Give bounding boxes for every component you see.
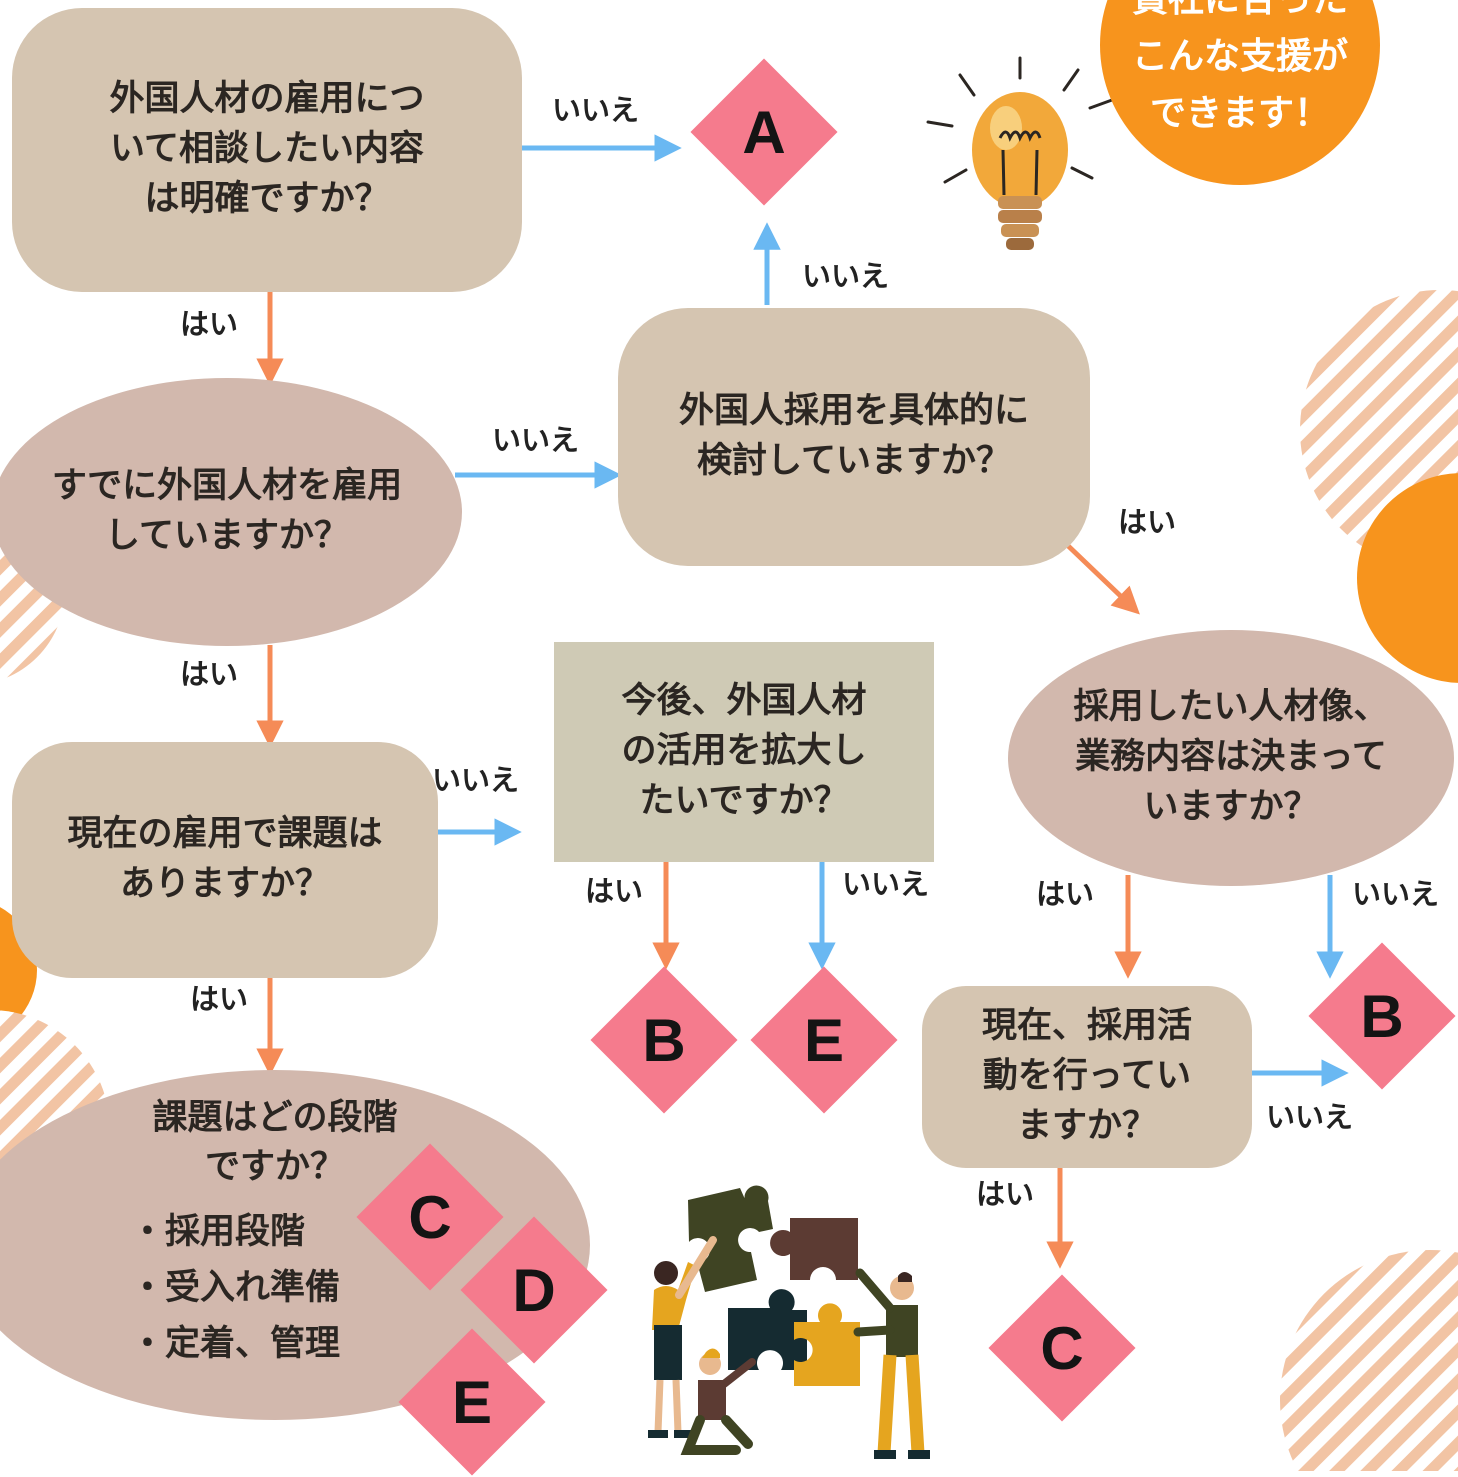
result-letter-stage1: C	[408, 1183, 452, 1251]
label-q8-no: いいえ	[1266, 1100, 1354, 1134]
label-q7-no: いいえ	[1352, 877, 1440, 911]
issue-stage-item-recruit: ・採用段階	[130, 1212, 306, 1252]
result-diamond-q7-no	[1308, 942, 1456, 1090]
issue-stage-item-preparation: ・受入れ準備	[130, 1268, 341, 1308]
result-letter-q6-no: E	[803, 1006, 845, 1074]
label-q2-no: いいえ	[492, 423, 580, 457]
question-text: 現在、採用活 動を行ってい ますか？	[981, 1006, 1192, 1146]
badge-text: 貴社に合った こんな支援が できます！	[1131, 0, 1348, 135]
result-letter-q6-yes: B	[642, 1006, 686, 1074]
result-diamond-q6-no	[750, 966, 898, 1114]
result-letter-a: A	[742, 98, 786, 166]
label-q2-yes: はい	[180, 657, 239, 691]
orange-circle-right	[1357, 473, 1458, 683]
result-diamond-q6-yes	[590, 966, 738, 1114]
question-current-issues: 現在の雇用で課題は ありますか？	[12, 742, 438, 978]
label-q7-yes: はい	[1036, 877, 1095, 911]
label-q5-no: いいえ	[802, 259, 890, 293]
question-text: 採用したい人材像、 業務内容は決まって いますか？	[1073, 687, 1389, 827]
label-q5-yes: はい	[1118, 505, 1177, 539]
arrow-q5-yes	[1060, 538, 1140, 615]
label-q6-yes: はい	[585, 874, 644, 908]
result-letter-stage3: E	[451, 1368, 493, 1436]
label-q1-yes: はい	[180, 307, 239, 341]
result-letter-stage2: D	[512, 1256, 556, 1324]
team-puzzle-illustration	[648, 1185, 930, 1459]
label-q1-no: いいえ	[552, 93, 640, 127]
label-q3-yes: はい	[190, 982, 249, 1016]
label-q3-no: いいえ	[432, 763, 520, 797]
issue-stage-title: 課題はどの段階 ですか？	[152, 1098, 398, 1187]
question-text: 外国人材の雇用につ いて相談したい内容 は明確ですか？	[109, 79, 425, 219]
result-letter-q7-no: B	[1360, 982, 1404, 1050]
issue-stage-item-retention: ・定着、管理	[130, 1324, 341, 1364]
label-q6-no: いいえ	[842, 867, 930, 901]
question-text: 現在の雇用で課題は ありますか？	[67, 814, 383, 904]
label-q8-yes: はい	[976, 1177, 1035, 1211]
light-bulb-icon	[926, 56, 1114, 250]
question-recruiting-now: 現在、採用活 動を行ってい ますか？	[922, 986, 1252, 1168]
question-text: 外国人採用を具体的に 検討していますか？	[678, 391, 1029, 481]
question-already-employing: すでに外国人材を雇用 していますか？	[0, 378, 462, 646]
question-expand-usage: 今後、外国人材 の活用を拡大し たいですか？	[554, 642, 934, 862]
result-diamond-a	[690, 58, 838, 206]
question-considering-hiring: 外国人採用を具体的に 検討していますか？	[618, 308, 1090, 566]
question-consult-clear: 外国人材の雇用につ いて相談したい内容 は明確ですか？	[12, 8, 522, 292]
result-diamond-q8-yes	[988, 1274, 1136, 1422]
result-letter-q8-yes: C	[1040, 1314, 1084, 1382]
striped-circle-right-bottom	[1280, 1250, 1458, 1471]
question-text: すでに外国人材を雇用 していますか？	[51, 466, 403, 556]
question-text: 今後、外国人材 の活用を拡大し たいですか？	[621, 681, 867, 821]
question-profile-decided: 採用したい人材像、 業務内容は決まって いますか？	[1008, 630, 1454, 886]
